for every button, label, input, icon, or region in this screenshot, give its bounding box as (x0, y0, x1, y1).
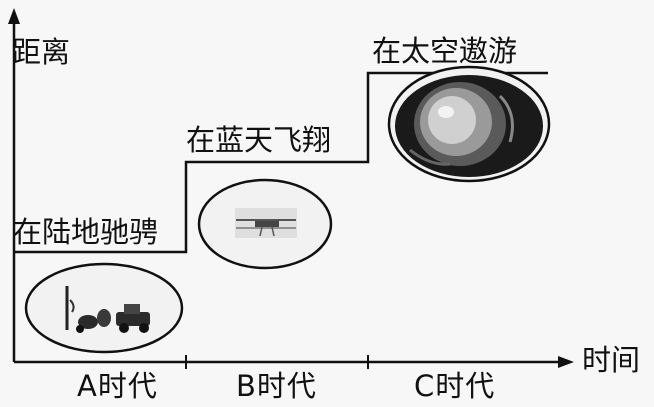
step-label-sky: 在蓝天飞翔 (186, 123, 332, 157)
era-label-c: C时代 (414, 369, 496, 403)
astronaut-icon (395, 75, 543, 177)
era-label-a: A时代 (77, 369, 158, 403)
astronaut-picture (387, 65, 551, 183)
ground-vehicles-icon (65, 286, 150, 333)
era-label-b: B时代 (236, 369, 317, 403)
ground-vehicles-picture (24, 262, 184, 354)
x-axis-arrow (558, 356, 574, 368)
step-label-ground: 在陆地驰骋 (13, 215, 159, 249)
step-label-space: 在太空遨游 (372, 34, 518, 68)
y-axis-arrow (8, 8, 20, 24)
airplane-picture (197, 178, 333, 270)
airplane-icon (235, 208, 297, 238)
staircase-line (14, 71, 548, 254)
x-axis-label: 时间 (582, 343, 641, 377)
y-axis-label: 距离 (12, 35, 71, 69)
